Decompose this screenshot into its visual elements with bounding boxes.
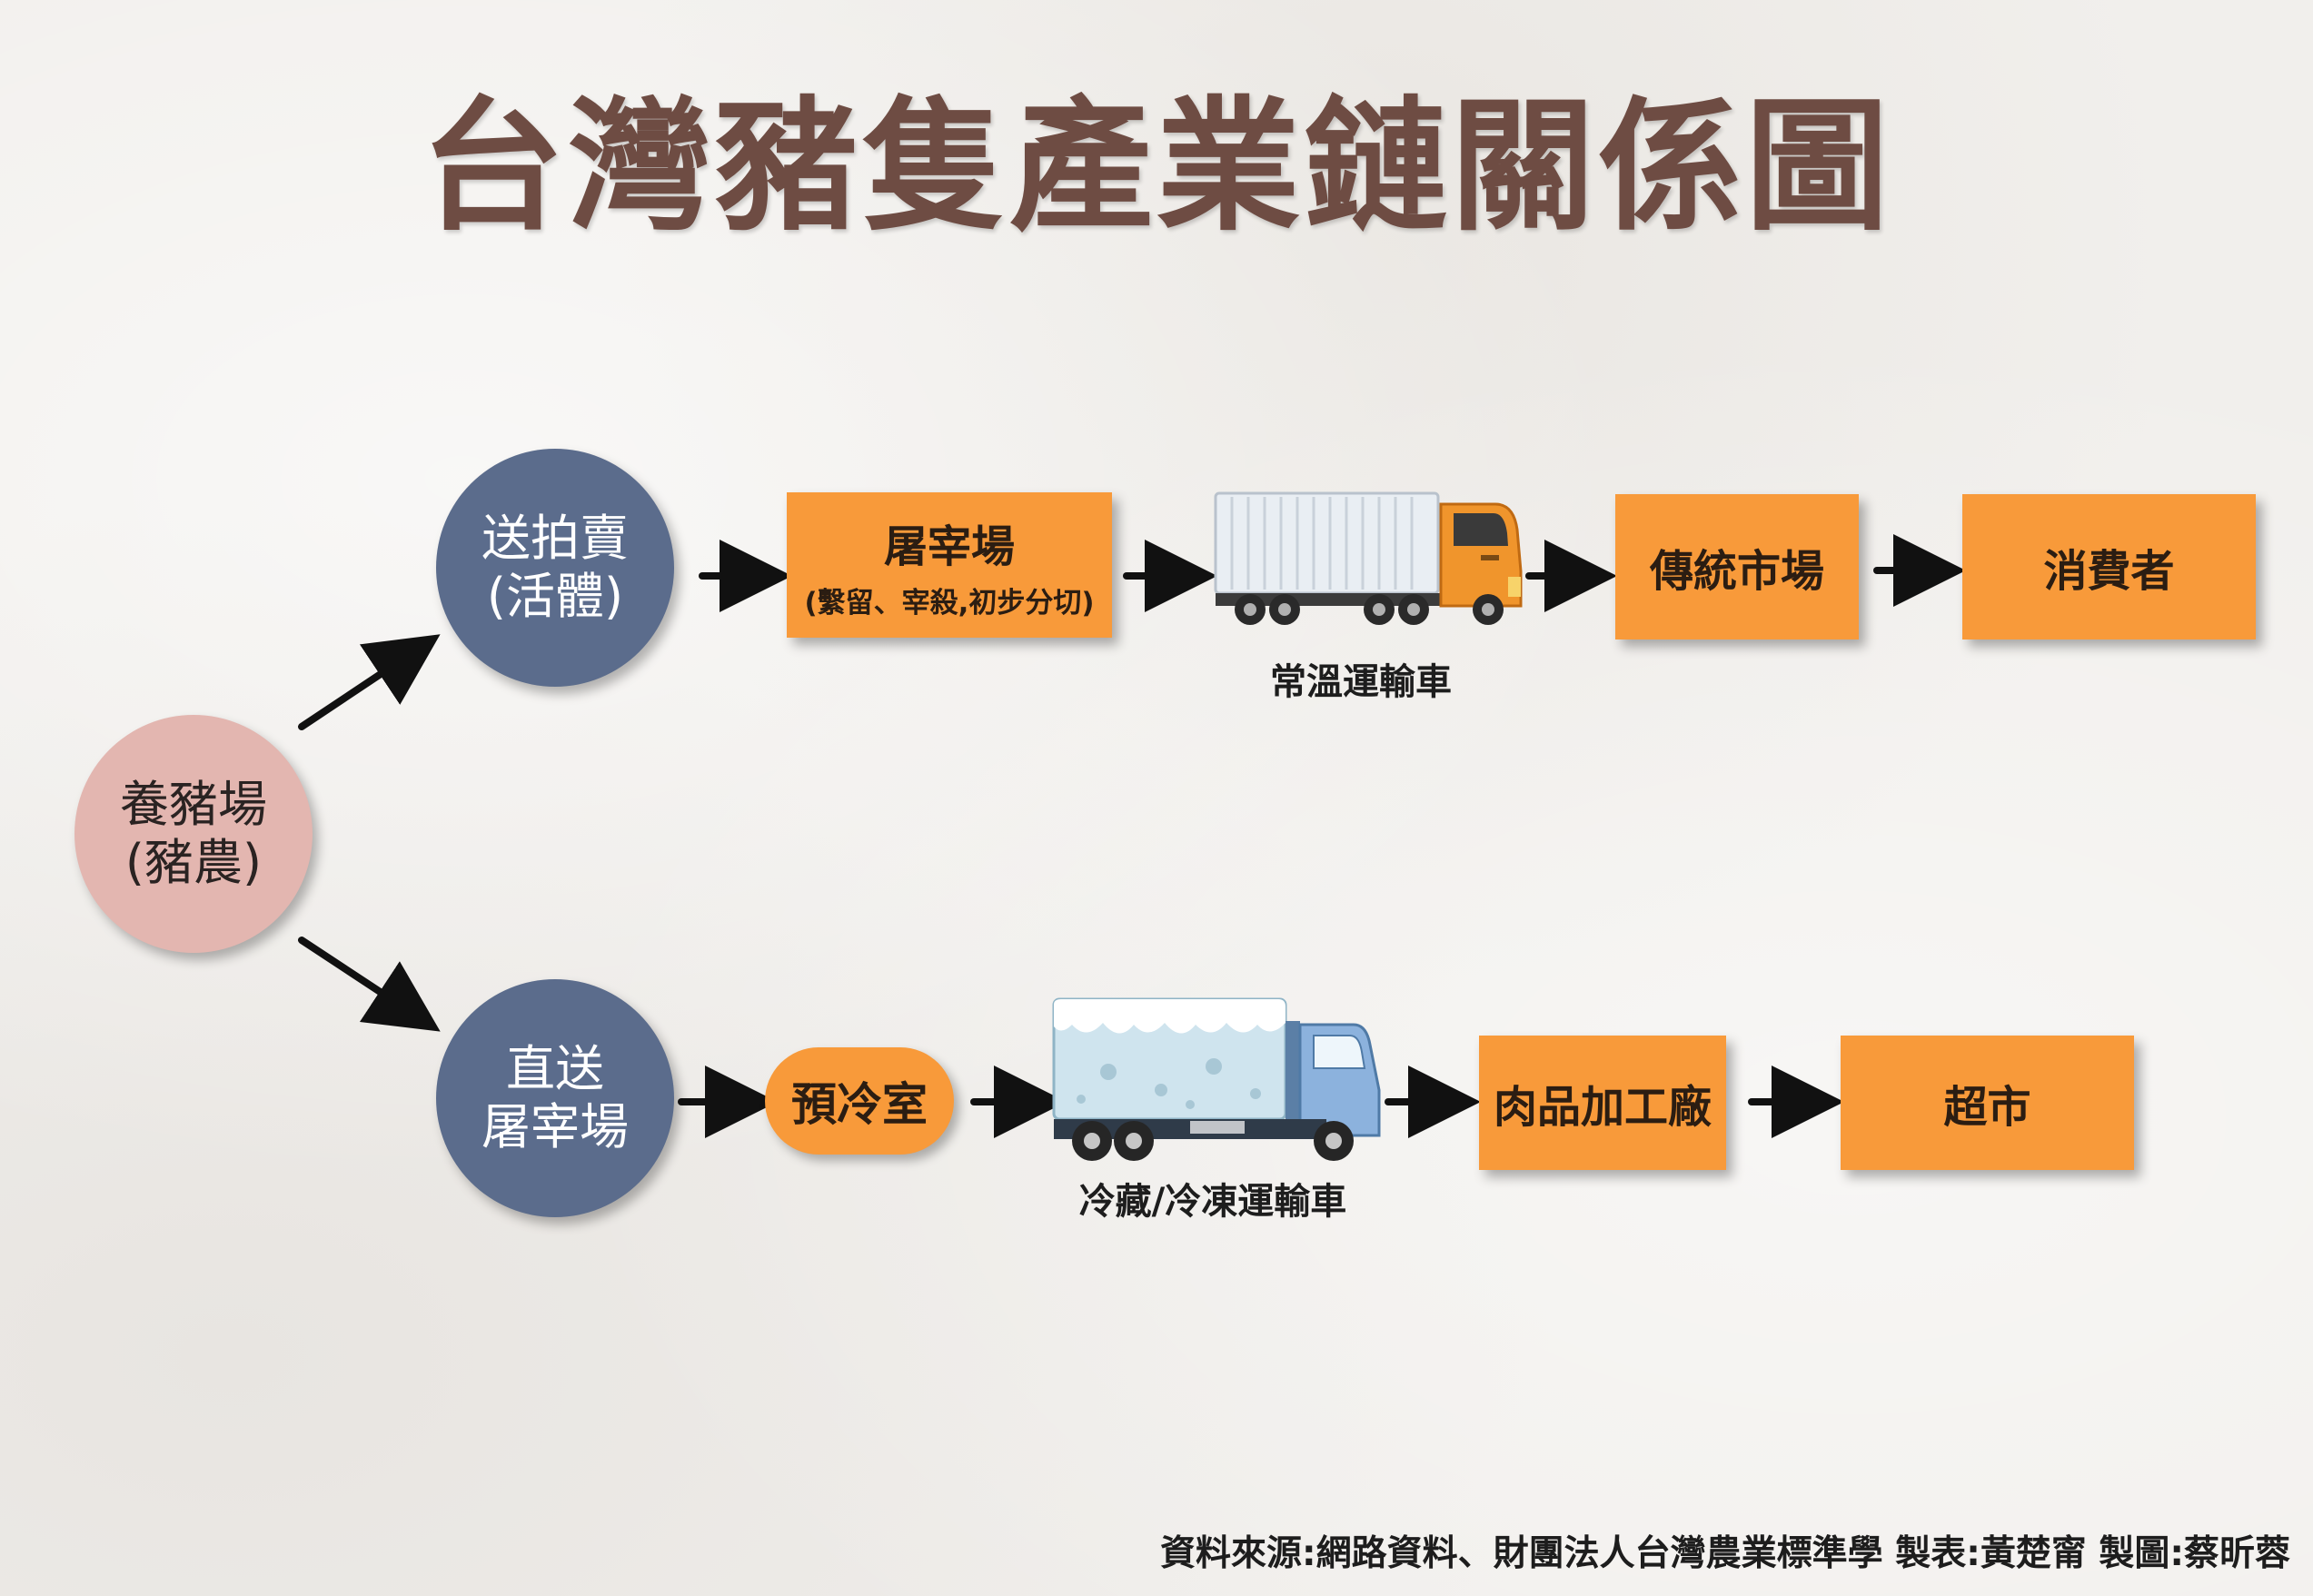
- pig-farm-sublabel: (豬農): [124, 834, 263, 891]
- node-traditional-market: 傳統市場: [1615, 494, 1859, 639]
- arrow-farm-to-direct: [298, 937, 441, 1032]
- cold-truck-caption: 冷藏/冷凍運輸車: [1078, 1181, 1347, 1223]
- arrow-farm-to-auction: [298, 634, 441, 730]
- node-pig-farm: 養豬場 (豬農): [74, 715, 313, 953]
- consumer-label: 消費者: [2043, 546, 2175, 597]
- node-supermarket: 超市: [1841, 1036, 2134, 1170]
- node-slaughterhouse: 屠宰場 (繫留、宰殺,初步分切): [787, 492, 1112, 638]
- traditional-market-label: 傳統市場: [1649, 546, 1824, 597]
- node-direct-slaughter: 直送 屠宰場: [436, 979, 674, 1217]
- precooling-label: 預冷室: [791, 1078, 928, 1131]
- direct-label: 直送: [506, 1040, 604, 1097]
- node-auction: 送拍賣 (活體): [436, 449, 674, 687]
- slaughterhouse-label: 屠宰場: [883, 520, 1015, 572]
- ambient-truck-caption: 常溫運輸車: [1270, 661, 1452, 703]
- source-credits: 資料來源:網路資料、財團法人台灣農業標準學 製表:黃楚甯 製圖:蔡昕蓉: [1160, 1533, 2290, 1574]
- supermarket-label: 超市: [1943, 1082, 2031, 1133]
- meat-plant-label: 肉品加工廠: [1493, 1082, 1712, 1133]
- node-precooling-room: 預冷室: [765, 1047, 954, 1155]
- auction-sublabel: (活體): [486, 568, 624, 625]
- direct-sublabel: 屠宰場: [481, 1098, 629, 1155]
- node-meat-processing-plant: 肉品加工廠: [1479, 1036, 1726, 1170]
- refrigerated-truck-icon: [1052, 997, 1381, 1161]
- node-consumer: 消費者: [1962, 494, 2256, 639]
- auction-label: 送拍賣: [481, 510, 629, 567]
- page-title: 台灣豬隻產業鏈關係圖: [421, 83, 1892, 251]
- slaughterhouse-sublabel: (繫留、宰殺,初步分切): [804, 586, 1095, 620]
- pig-farm-label: 養豬場: [120, 776, 267, 833]
- box-truck-icon: [1214, 491, 1523, 625]
